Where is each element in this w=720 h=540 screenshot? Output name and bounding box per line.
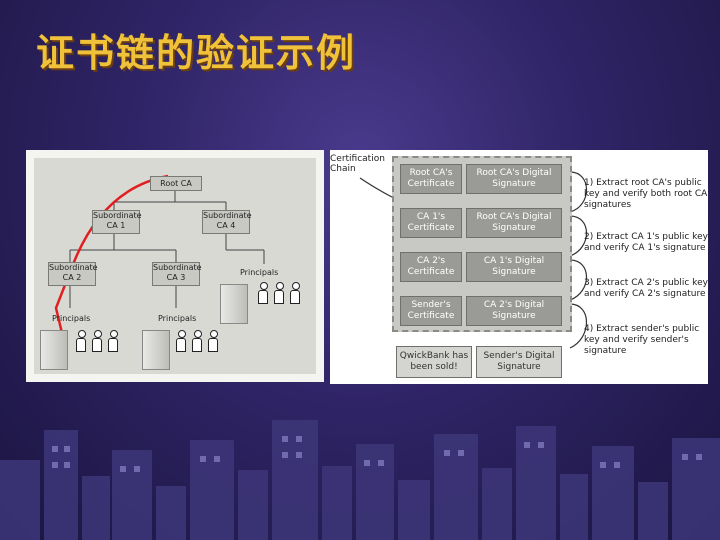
verify-step-4: 4) Extract sender's public key and verif…	[584, 324, 700, 356]
certification-chain-label: Certification Chain	[330, 154, 385, 174]
chain-sig-1: Root CA's Digital Signature	[466, 208, 562, 238]
chain-sig-3: CA 2's Digital Signature	[466, 296, 562, 326]
verify-step-2: 2) Extract CA 1's public key and verify …	[584, 232, 708, 253]
chain-sig-0: Root CA's Digital Signature	[466, 164, 562, 194]
subordinate-ca2-node: Subordinate CA 2	[48, 262, 98, 286]
person-icon	[258, 282, 268, 304]
person-icon	[208, 330, 218, 352]
slide-title: 证书链的验证示例	[36, 30, 357, 75]
chain-cert-3: Sender's Certificate	[400, 296, 462, 326]
city-skyline-background	[0, 420, 720, 540]
root-ca-node: Root CA	[150, 176, 202, 191]
chain-arrows	[359, 171, 587, 349]
server-icon	[40, 330, 68, 370]
server-icon	[220, 284, 248, 324]
ca-hierarchy-figure: Root CA Subordinate CA 1 Subordinate CA …	[26, 150, 324, 382]
principals-label-ca4: Principals	[240, 268, 279, 277]
principals-label-ca3: Principals	[158, 314, 197, 323]
subordinate-ca4-node: Subordinate CA 4	[202, 210, 252, 234]
ca-hierarchy-canvas: Root CA Subordinate CA 1 Subordinate CA …	[34, 158, 316, 374]
chain-sig-2: CA 1's Digital Signature	[466, 252, 562, 282]
message-signature-box: Sender's Digital Signature	[476, 346, 562, 378]
verify-step-1: 1) Extract root CA's public key and veri…	[584, 178, 708, 210]
message-box: QwickBank has been sold!	[396, 346, 472, 378]
certificate-chain-container: Root CA's Certificate Root CA's Digital …	[392, 156, 572, 332]
subordinate-ca1-node: Subordinate CA 1	[92, 210, 142, 234]
person-icon	[92, 330, 102, 352]
person-icon	[76, 330, 86, 352]
chain-cert-2: CA 2's Certificate	[400, 252, 462, 282]
verify-step-3: 3) Extract CA 2's public key and verify …	[584, 278, 708, 299]
chain-cert-1: CA 1's Certificate	[400, 208, 462, 238]
certification-chain-figure: Certification Chain Root CA's Certificat…	[330, 150, 708, 384]
person-icon	[290, 282, 300, 304]
person-icon	[274, 282, 284, 304]
chain-cert-0: Root CA's Certificate	[400, 164, 462, 194]
person-icon	[108, 330, 118, 352]
subordinate-ca3-node: Subordinate CA 3	[152, 262, 202, 286]
person-icon	[192, 330, 202, 352]
server-icon	[142, 330, 170, 370]
person-icon	[176, 330, 186, 352]
principals-label-ca2: Principals	[52, 314, 91, 323]
verification-path-line	[54, 174, 169, 334]
